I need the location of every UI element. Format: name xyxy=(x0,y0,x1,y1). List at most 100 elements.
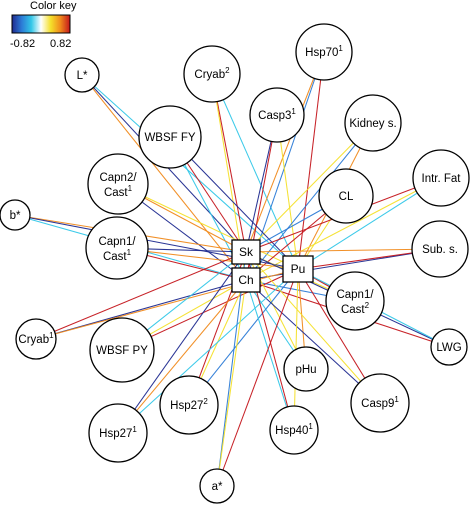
node-label: Intr. Fat xyxy=(422,173,462,185)
node-hsp701: Hsp701 xyxy=(295,23,353,81)
color-key-gradient xyxy=(11,14,71,34)
hub-label: Ch xyxy=(238,273,253,287)
node-label: Hsp272 xyxy=(170,397,208,412)
node-circle xyxy=(412,149,470,207)
node-circle xyxy=(249,87,305,143)
node-circle xyxy=(64,57,100,93)
node-label: a* xyxy=(212,481,223,493)
edge-sub-ch xyxy=(245,248,441,281)
node-lwg: LWG xyxy=(430,328,468,366)
edge-kidney-ch xyxy=(245,122,374,281)
node-label: Capn1/ xyxy=(98,236,136,248)
hub-label: Sk xyxy=(239,245,254,259)
node-label-line2: Cast1 xyxy=(103,248,132,263)
node-circle xyxy=(0,199,31,231)
node-label: Hsp401 xyxy=(275,422,313,437)
node-circle xyxy=(344,94,402,152)
node-circle xyxy=(87,153,149,215)
node-label: WBSF PY xyxy=(96,345,148,357)
node-circle xyxy=(318,168,374,224)
node-circle xyxy=(15,318,57,360)
color-key-min: -0.82 xyxy=(10,38,35,50)
node-wbsffy: WBSF FY xyxy=(138,105,202,169)
edge-hsp401-ch xyxy=(245,279,295,431)
hub-ch: Ch xyxy=(231,267,261,293)
node-label: Cryab2 xyxy=(194,66,230,81)
edge-capn2cast1-pu xyxy=(117,183,299,270)
edge-hsp271-pu xyxy=(117,268,299,434)
hub-box xyxy=(282,255,314,283)
node-label: Casp91 xyxy=(361,395,399,410)
node-circle xyxy=(269,405,319,455)
node-label: Capn2/ xyxy=(99,172,137,184)
edge-a-ch xyxy=(216,279,247,487)
node-circle xyxy=(295,23,353,81)
node-circle xyxy=(85,216,149,280)
node-l: L* xyxy=(64,57,100,93)
hub-box xyxy=(231,239,261,265)
node-wbsfpy: WBSF PY xyxy=(89,317,155,383)
node-b: b* xyxy=(0,199,31,231)
hub-label: Pu xyxy=(291,262,306,276)
node-casp91: Casp91 xyxy=(350,373,410,433)
edge-hsp701-sk xyxy=(245,51,325,253)
hub-pu: Pu xyxy=(282,255,314,283)
node-circle xyxy=(183,45,241,103)
node-label: b* xyxy=(10,210,21,222)
node-cl: CL xyxy=(318,168,374,224)
hub-sk: Sk xyxy=(231,239,261,265)
node-label: CL xyxy=(339,191,354,203)
node-hsp271: Hsp271 xyxy=(88,403,148,463)
hub-box xyxy=(231,267,261,293)
node-circle xyxy=(411,220,469,278)
node-kidney: Kidney s. xyxy=(344,94,402,152)
edge-hsp271-sk xyxy=(117,251,247,434)
node-capn2cast1: Capn2/Cast1 xyxy=(87,153,149,215)
node-label: pHu xyxy=(295,364,316,376)
node-a: a* xyxy=(199,468,235,504)
node-label-line2: Cast1 xyxy=(104,184,133,199)
edge-l-pu xyxy=(81,74,299,270)
node-circle xyxy=(159,375,219,435)
node-circle xyxy=(325,271,385,331)
node-label: Capn1/ xyxy=(336,289,374,301)
edge-casp91-ch xyxy=(245,279,381,404)
node-capn1cast1: Capn1/Cast1 xyxy=(85,216,149,280)
node-label: L* xyxy=(77,70,88,82)
node-sub: Sub. s. xyxy=(411,220,469,278)
node-circle xyxy=(430,328,468,366)
node-label: Hsp701 xyxy=(305,44,343,59)
node-circle xyxy=(138,105,202,169)
edge-cryab2-pu xyxy=(211,73,299,270)
edge-casp91-sk xyxy=(245,251,381,404)
edge-kidney-sk xyxy=(245,122,374,253)
edge-cryab1-sk xyxy=(35,251,247,340)
node-hsp401: Hsp401 xyxy=(269,405,319,455)
node-circle xyxy=(199,468,235,504)
node-label: Sub. s. xyxy=(422,244,458,256)
node-circle xyxy=(88,403,148,463)
node-casp31: Casp31 xyxy=(249,87,305,143)
node-circle xyxy=(283,346,329,392)
node-label: Hsp271 xyxy=(99,425,137,440)
node-capn1cast2: Capn1/Cast2 xyxy=(325,271,385,331)
node-cryab2: Cryab2 xyxy=(183,45,241,103)
edge-cryab2-sk xyxy=(211,73,247,253)
node-label: Cryab1 xyxy=(18,331,54,346)
edge-intrfat-ch xyxy=(245,177,442,281)
edge-a-pu xyxy=(216,268,299,487)
node-label: WBSF FY xyxy=(144,132,195,144)
node-cryab1: Cryab1 xyxy=(15,318,57,360)
edge-sub-sk xyxy=(245,248,441,253)
node-label: Kidney s. xyxy=(349,118,396,130)
edge-l-ch xyxy=(81,74,247,281)
node-label: LWG xyxy=(436,342,461,354)
node-circle xyxy=(89,317,155,383)
edge-hsp271-ch xyxy=(117,279,247,434)
color-key: Color key -0.82 0.82 xyxy=(10,0,77,50)
node-phu: pHu xyxy=(283,346,329,392)
